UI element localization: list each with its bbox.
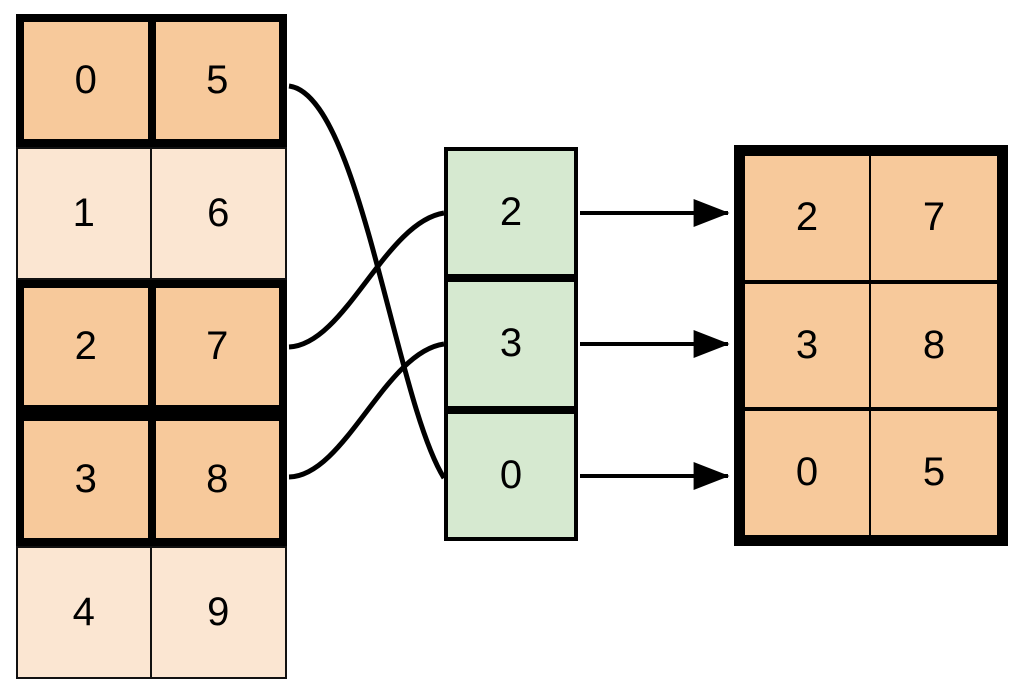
source-cell-2-0: 2 — [16, 280, 152, 413]
result-cell-2-0: 0 — [743, 409, 871, 537]
result-row-0[interactable]: 2 7 — [743, 154, 999, 282]
source-cell-1-0: 1 — [16, 147, 152, 280]
source-cell-1-1: 6 — [151, 147, 287, 280]
result-row-2[interactable]: 0 5 — [743, 409, 999, 537]
source-row-3[interactable]: 3 8 — [16, 413, 287, 546]
source-cell-4-0: 4 — [16, 546, 152, 679]
source-cell-2-1: 7 — [151, 280, 287, 413]
source-table: 0 5 1 6 2 7 3 8 4 9 — [16, 14, 287, 679]
source-cell-4-1: 9 — [151, 546, 287, 679]
source-row-0[interactable]: 0 5 — [16, 14, 287, 147]
source-cell-0-1: 5 — [151, 14, 287, 147]
source-row-1[interactable]: 1 6 — [16, 147, 287, 280]
curve-row2-to-index0 — [288, 210, 445, 350]
result-cell-1-1: 8 — [871, 281, 999, 410]
curve-row3-to-index1 — [288, 341, 445, 480]
index-cell-0[interactable]: 2 — [444, 147, 578, 279]
index-vector: 2 3 0 — [444, 147, 578, 541]
result-cell-0-0: 2 — [743, 154, 871, 282]
index-cell-1[interactable]: 3 — [444, 278, 578, 410]
result-row-1[interactable]: 3 8 — [743, 281, 999, 410]
source-cell-3-0: 3 — [16, 413, 152, 546]
result-cell-1-0: 3 — [743, 281, 871, 410]
source-cell-0-0: 0 — [16, 14, 152, 147]
curve-row0-to-index2 — [288, 83, 447, 480]
result-cell-0-1: 7 — [871, 154, 999, 282]
result-table: 2 7 3 8 0 5 — [734, 145, 1008, 546]
result-cell-2-1: 5 — [871, 409, 999, 537]
source-row-2[interactable]: 2 7 — [16, 280, 287, 413]
index-cell-2[interactable]: 0 — [444, 409, 578, 541]
source-row-4[interactable]: 4 9 — [16, 546, 287, 679]
source-cell-3-1: 8 — [151, 413, 287, 546]
